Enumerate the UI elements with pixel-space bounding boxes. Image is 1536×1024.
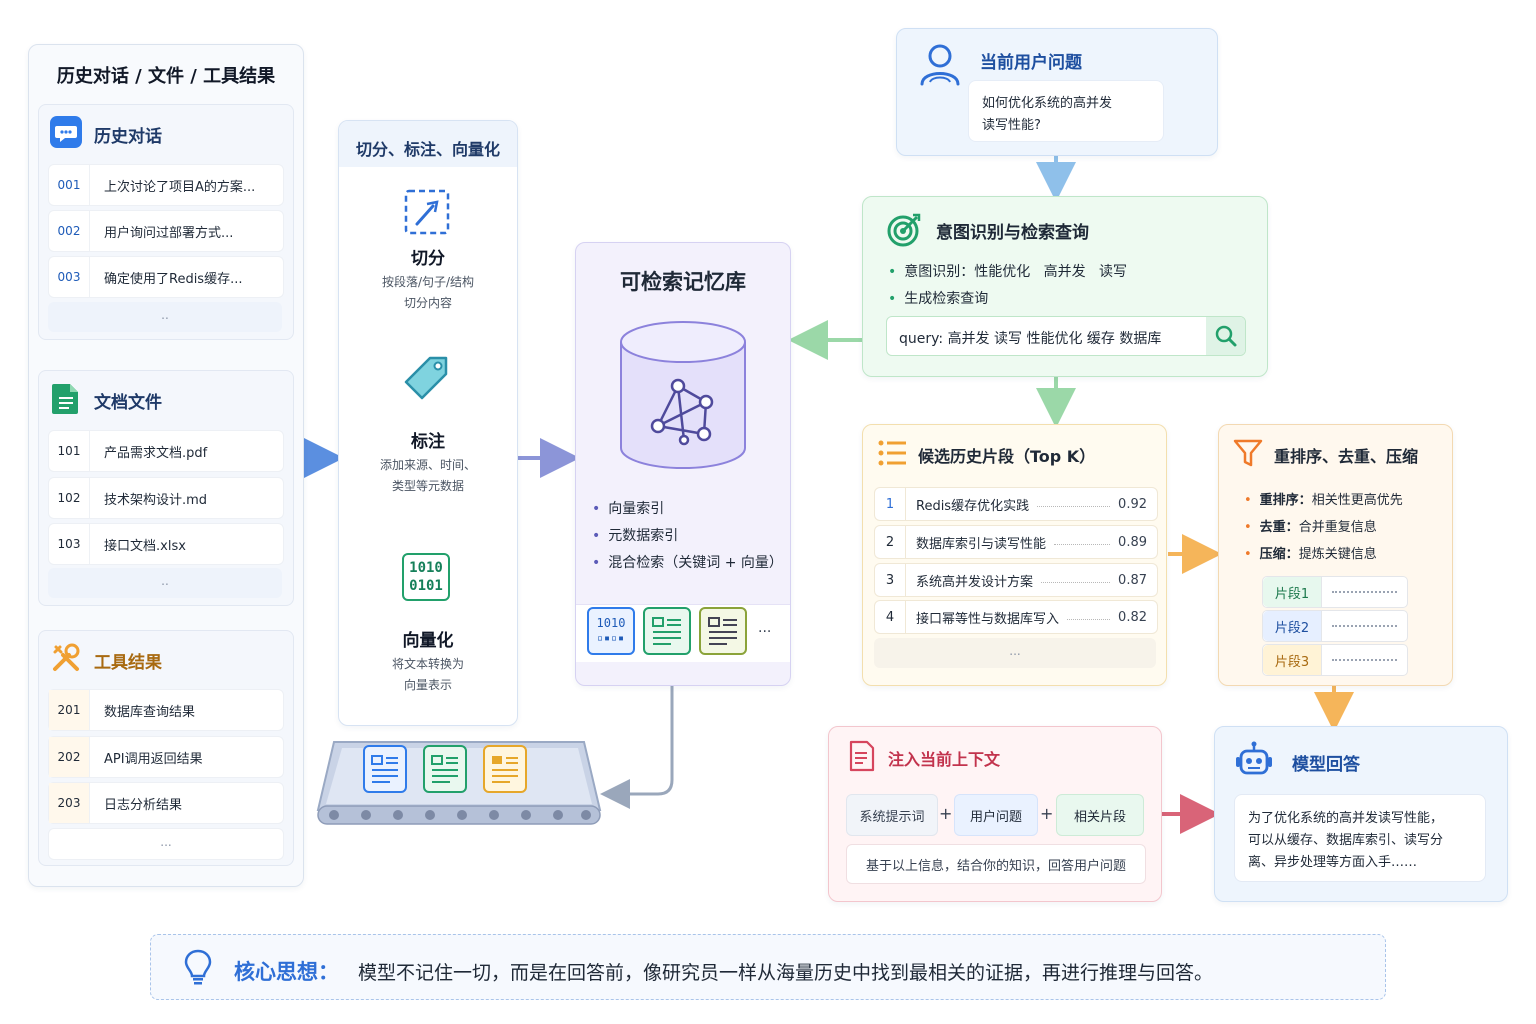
intent-bullet: •生成检索查询 [888, 291, 989, 307]
vector-desc: 向量表示 [403, 678, 452, 692]
memory-chip-more: ... [758, 620, 772, 636]
tag-icon [400, 354, 452, 404]
split-desc: 按段落/句子/结构 [381, 275, 475, 289]
fragment-chip[interactable]: 片段2 [1262, 610, 1408, 642]
intent-title: 意图识别与检索查询 [936, 223, 1089, 243]
document-clip-icon [848, 740, 876, 772]
answer-text: 离、异步处理等方面入手…… [1248, 855, 1418, 870]
core-idea-label: 核心思想： [234, 960, 339, 984]
query-input[interactable] [886, 316, 1246, 356]
process-panel [338, 120, 518, 726]
robot-icon [1234, 740, 1274, 780]
question-text: 如何优化系统的高并发 [982, 96, 1113, 111]
rerank-title: 重排序、去重、压缩 [1274, 447, 1419, 466]
tools-icon [50, 642, 82, 674]
inject-footer: 基于以上信息，结合你的知识，回答用户问题 [846, 844, 1146, 884]
inject-title: 注入当前上下文 [888, 750, 1001, 769]
rerank-bullet: •压缩：提炼关键信息 [1244, 547, 1377, 562]
docs-more[interactable]: .. [48, 568, 282, 598]
rerank-bullet: •重排序：相关性更高优先 [1244, 493, 1403, 508]
answer-title: 模型回答 [1292, 755, 1360, 775]
fragment-chip[interactable]: 片段1 [1262, 576, 1408, 608]
target-icon [886, 212, 922, 248]
query-text: query: 高并发 读写 性能优化 缓存 数据库 [899, 331, 1162, 347]
memory-bullet: •向量索引 [592, 501, 665, 517]
system-prompt-chip[interactable]: 系统提示词 [846, 794, 938, 836]
search-button[interactable] [1206, 317, 1245, 355]
source-panel-title: 历史对话 / 文件 / 工具结果 [56, 66, 276, 87]
tools-more[interactable]: ... [48, 828, 284, 860]
split-desc: 切分内容 [403, 296, 452, 310]
memory-title: 可检索记忆库 [620, 270, 746, 294]
question-bubble [968, 80, 1164, 142]
database-icon [618, 320, 748, 472]
tag-desc: 添加来源、时间、 [379, 458, 476, 472]
belt-doc-icon-green [423, 745, 467, 793]
history-title: 历史对话 [94, 127, 162, 147]
plus-sign: + [1040, 804, 1054, 823]
doc-chip-icon-green [643, 607, 691, 655]
vector-desc: 将文本转换为 [391, 657, 464, 671]
filter-icon [1233, 438, 1263, 468]
related-fragments-chip[interactable]: 相关片段 [1056, 794, 1144, 836]
history-more[interactable]: .. [48, 302, 282, 332]
plus-sign: + [939, 804, 953, 823]
rerank-panel [1218, 424, 1453, 686]
question-text: 读写性能? [982, 118, 1041, 133]
tag-desc: 类型等元数据 [391, 479, 464, 493]
intent-bullet: •意图识别：性能优化 高并发 读写 [888, 264, 1127, 280]
tag-title: 标注 [411, 432, 445, 452]
answer-text: 可以从缓存、数据库索引、读写分 [1248, 833, 1444, 848]
vector-title: 向量化 [402, 631, 454, 651]
candidates-title: 候选历史片段（Top K） [918, 447, 1096, 466]
split-icon [403, 188, 451, 236]
user-icon [918, 42, 962, 88]
binary-icon: 1010 0101 [402, 553, 450, 601]
belt-doc-icon-blue [363, 745, 407, 793]
user-question-chip[interactable]: 用户问题 [954, 794, 1038, 836]
docs-title: 文档文件 [94, 393, 162, 413]
core-idea-banner [150, 934, 1386, 1000]
arrow-memory-to-belt [600, 686, 674, 809]
candidates-more[interactable]: ... [874, 638, 1156, 668]
vector-chip-icon: 1010 ▫︎▪︎▫︎▪︎ [587, 607, 635, 655]
memory-bullet: •混合检索（关键词 + 向量） [592, 555, 783, 571]
process-title: 切分、标注、向量化 [355, 140, 500, 159]
search-icon [1215, 325, 1237, 347]
doc-chip-icon-olive [699, 607, 747, 655]
list-icon [878, 440, 908, 466]
belt-doc-icon-orange [483, 745, 527, 793]
answer-text: 为了优化系统的高并发读写性能， [1248, 811, 1444, 826]
lightbulb-icon [183, 948, 213, 986]
document-icon [50, 382, 82, 416]
tools-title: 工具结果 [94, 653, 162, 673]
question-title: 当前用户问题 [980, 53, 1082, 73]
memory-bullet: •元数据索引 [592, 528, 679, 544]
chat-bubble-icon [50, 116, 82, 148]
fragment-chip[interactable]: 片段3 [1262, 644, 1408, 676]
rerank-bullet: •去重：合并重复信息 [1244, 520, 1377, 535]
answer-bubble [1234, 794, 1486, 882]
process-header [339, 121, 517, 167]
split-title: 切分 [411, 249, 445, 269]
core-idea-text: 模型不记住一切，而是在回答前，像研究员一样从海量历史中找到最相关的证据，再进行推… [358, 962, 1214, 984]
